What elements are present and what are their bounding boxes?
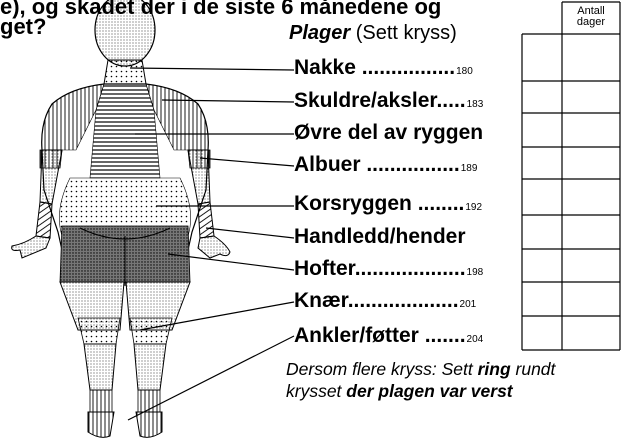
- days-nakke[interactable]: [563, 35, 619, 80]
- row-code: 192: [465, 202, 482, 213]
- upper-back-region: [90, 84, 160, 178]
- row-dots: ...................: [348, 289, 459, 312]
- row-korsryggen: Korsryggen ........192: [294, 192, 482, 216]
- instruction-footnote: Dersom flere kryss: Sett ring rundt krys…: [286, 358, 555, 402]
- row-knaer: Knær...................201: [294, 289, 476, 313]
- row-label: Albuer: [294, 153, 361, 176]
- row-label: Ankler/føtter: [294, 324, 419, 347]
- row-label: Skuldre/aksler: [294, 89, 436, 112]
- row-dots: .......: [419, 324, 466, 347]
- ankle-left: [90, 390, 112, 412]
- footnote-text: rundt: [511, 359, 556, 379]
- row-handledd: Handledd/hender: [294, 225, 467, 249]
- row-skuldre: Skuldre/aksler.....183: [294, 89, 483, 113]
- row-label: Nakke: [294, 56, 356, 79]
- days-knaer[interactable]: [563, 283, 619, 315]
- ankle-right: [138, 390, 160, 412]
- plager-header-title: Plager: [289, 22, 350, 44]
- checkbox-albuer[interactable]: [523, 148, 561, 178]
- checkbox-skuldre[interactable]: [523, 82, 561, 112]
- row-label: Knær: [294, 289, 348, 312]
- row-hofter: Hofter...................198: [294, 257, 483, 281]
- calf-left: [84, 344, 116, 390]
- row-dots: ........: [412, 192, 465, 215]
- footnote-text: Dersom flere kryss: Sett: [286, 359, 478, 379]
- knee-right: [130, 318, 172, 344]
- row-dots: .....: [436, 89, 465, 112]
- days-skuldre[interactable]: [563, 82, 619, 112]
- hand-left: [12, 236, 50, 258]
- days-korsryggen[interactable]: [563, 180, 619, 214]
- elbow-left: [40, 150, 62, 168]
- knee-left: [78, 318, 120, 344]
- checkbox-nakke[interactable]: [523, 35, 561, 80]
- plager-header: Plager (Sett kryss): [289, 22, 457, 45]
- row-label: Korsryggen: [294, 192, 412, 215]
- row-nakke: Nakke ................180: [294, 56, 473, 80]
- row-dots: ................: [361, 153, 460, 176]
- row-code: 204: [467, 334, 484, 345]
- plager-header-instruction: (Sett kryss): [350, 22, 457, 44]
- days-hofter[interactable]: [563, 250, 619, 281]
- row-code: 180: [456, 66, 473, 77]
- forearm-right: [198, 202, 214, 238]
- neck-region: [104, 60, 146, 84]
- row-dots: ...................: [355, 257, 466, 280]
- row-label: Hofter: [294, 257, 355, 280]
- row-code: 189: [461, 163, 478, 174]
- checkbox-ovre-rygg[interactable]: [523, 114, 561, 146]
- checkbox-korsryggen[interactable]: [523, 180, 561, 214]
- hand-right: [198, 236, 230, 258]
- row-dots: ................: [356, 56, 455, 79]
- antall-dager-header-line2: dager: [562, 17, 620, 28]
- row-label: Handledd/hender: [294, 225, 466, 248]
- row-ovre-rygg: Øvre del av ryggen: [294, 121, 484, 145]
- footnote-line-2: krysset der plagen var verst: [286, 380, 555, 402]
- calf-right: [134, 344, 166, 390]
- checkbox-handledd[interactable]: [523, 216, 561, 248]
- row-label: Øvre del av ryggen: [294, 121, 483, 144]
- days-ovre-rygg[interactable]: [563, 114, 619, 146]
- forearm-left: [36, 202, 52, 238]
- footnote-text: krysset: [286, 381, 346, 401]
- antall-dager-header: Antall dager: [562, 6, 620, 28]
- days-albuer[interactable]: [563, 148, 619, 178]
- footnote-emphasis: der plagen var verst: [346, 381, 512, 401]
- row-code: 201: [460, 299, 477, 310]
- days-ankler[interactable]: [563, 317, 619, 349]
- head: [95, 0, 155, 66]
- check-cells: [523, 35, 619, 349]
- row-code: 183: [467, 99, 484, 110]
- footnote-line-1: Dersom flere kryss: Sett ring rundt: [286, 358, 555, 380]
- checkbox-knaer[interactable]: [523, 283, 561, 315]
- foot-right: [136, 412, 162, 437]
- footnote-emphasis: ring: [478, 359, 511, 379]
- days-handledd[interactable]: [563, 216, 619, 248]
- row-ankler: Ankler/føtter .......204: [294, 324, 483, 348]
- checkbox-ankler[interactable]: [523, 317, 561, 349]
- row-code: 198: [467, 267, 484, 278]
- row-albuer: Albuer ................189: [294, 153, 477, 177]
- checkbox-hofter[interactable]: [523, 250, 561, 281]
- foot-left: [88, 412, 114, 437]
